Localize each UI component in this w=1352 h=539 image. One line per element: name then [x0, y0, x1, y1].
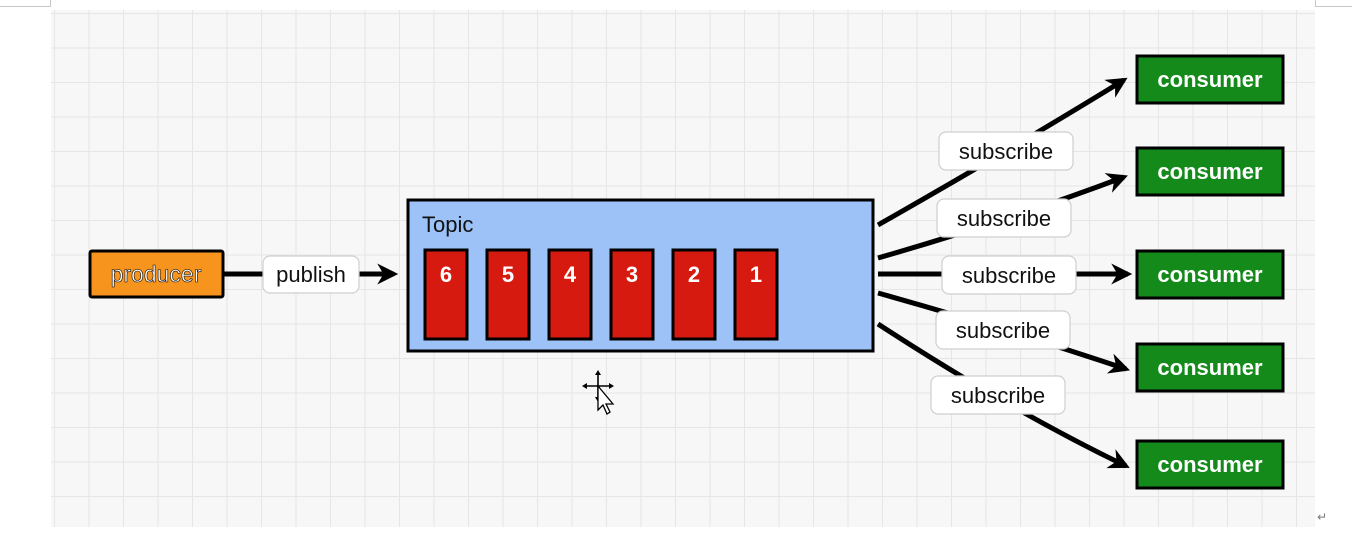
- subscribe-label-text: subscribe: [959, 139, 1053, 164]
- producer-label: producer: [111, 261, 202, 287]
- subscribe-label-text: subscribe: [951, 383, 1045, 408]
- message-number: 2: [688, 262, 700, 287]
- consumer-node: consumer: [1135, 342, 1285, 393]
- message-block: 5: [485, 248, 531, 341]
- consumer-label: consumer: [1157, 355, 1263, 380]
- topic-title: Topic: [422, 212, 473, 237]
- consumer-node: consumer: [1135, 439, 1285, 490]
- publish-arrow-group: publish: [224, 255, 399, 294]
- subscribe-label-1: subscribe: [938, 131, 1074, 171]
- subscribe-label-4: subscribe: [935, 310, 1071, 350]
- message-number: 4: [564, 262, 577, 287]
- message-block: 2: [671, 248, 717, 341]
- publish-label: publish: [276, 262, 346, 287]
- consumer-node: consumer: [1135, 54, 1285, 105]
- page-corner-mark: [1315, 0, 1352, 7]
- message-number: 6: [440, 262, 452, 287]
- consumer-label: consumer: [1157, 452, 1263, 477]
- message-block: 1: [733, 248, 779, 341]
- message-number: 1: [750, 262, 762, 287]
- diagram-canvas: producer publish Topic 6 5 4 3 2 1 subscribe …: [51, 10, 1315, 527]
- subscribe-label-5: subscribe: [930, 375, 1066, 415]
- producer-node: producer: [88, 249, 225, 299]
- message-block: 6: [423, 248, 469, 341]
- message-block: 3: [609, 248, 655, 341]
- consumer-label: consumer: [1157, 67, 1263, 92]
- message-queue: 6 5 4 3 2 1: [423, 248, 779, 341]
- subscribe-label-2: subscribe: [936, 198, 1072, 238]
- message-number: 5: [502, 262, 514, 287]
- subscribe-label-text: subscribe: [962, 263, 1056, 288]
- consumer-node: consumer: [1135, 249, 1285, 300]
- message-block: 4: [547, 248, 593, 341]
- publish-subscribe-diagram: producer publish Topic 6 5 4 3 2 1 subscribe …: [88, 54, 1285, 490]
- topic-node: Topic 6 5 4 3 2 1: [406, 198, 875, 353]
- subscribe-label-3: subscribe: [941, 255, 1077, 295]
- consumer-label: consumer: [1157, 159, 1263, 184]
- page-corner-mark: [0, 0, 51, 7]
- consumer-nodes: consumer consumer consumer consumer cons…: [1135, 54, 1285, 490]
- subscribe-label-text: subscribe: [956, 318, 1050, 343]
- consumer-node: consumer: [1135, 146, 1285, 197]
- consumer-label: consumer: [1157, 262, 1263, 287]
- subscribe-labels: subscribe subscribe subscribe subscribe …: [930, 131, 1077, 415]
- paragraph-return-icon: ↵: [1317, 510, 1328, 524]
- move-cursor-icon: [582, 370, 615, 415]
- message-number: 3: [626, 262, 638, 287]
- subscribe-label-text: subscribe: [957, 206, 1051, 231]
